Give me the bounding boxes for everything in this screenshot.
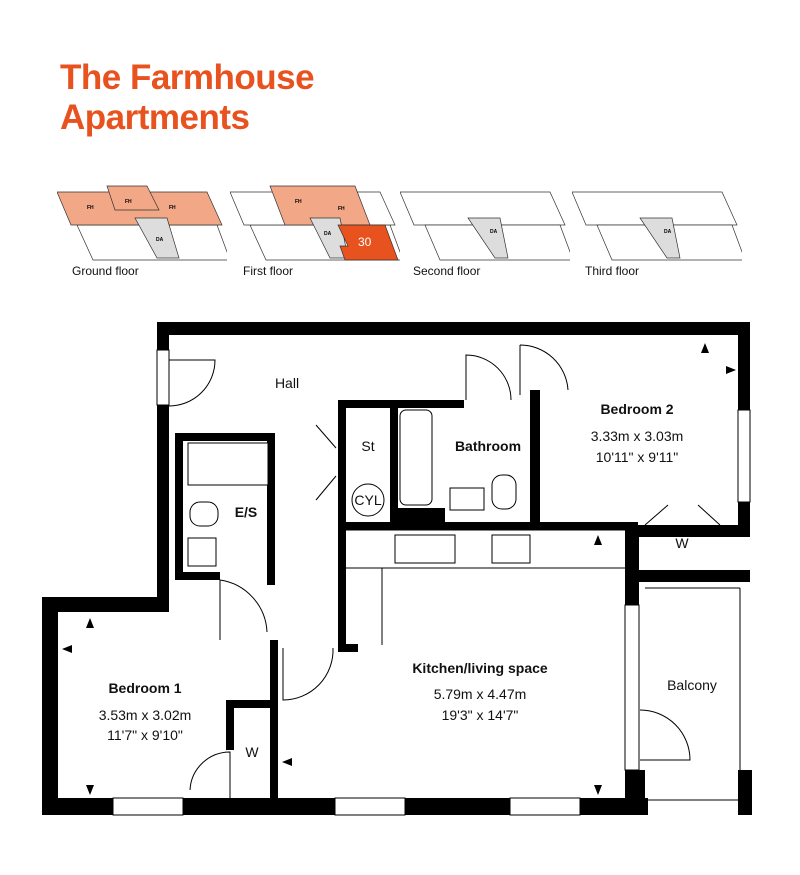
arrow-icon (594, 785, 602, 795)
second-floor-diagram: DA (400, 191, 570, 261)
kitchen-sink (394, 534, 456, 564)
store-label: St (361, 438, 374, 454)
ensuite-basin (187, 537, 217, 567)
first-floor-diagram: FH FH DA 30 (230, 185, 400, 261)
fixtures (187, 409, 625, 645)
balcony-outline (645, 587, 741, 801)
door-swings (168, 344, 721, 800)
title-line-1: The Farmhouse (60, 58, 315, 97)
key-plan-ground-floor[interactable]: FH FH FH DA Ground floor (57, 180, 227, 280)
hall-label: Hall (275, 375, 299, 391)
third-floor-diagram: DA (572, 191, 742, 261)
balcony-door[interactable] (639, 709, 691, 761)
ensuite-bath (187, 442, 269, 486)
windows (112, 349, 751, 816)
wardrobe2-doors[interactable] (644, 504, 721, 526)
arrow-icon (282, 758, 292, 766)
unit-label: FH (295, 199, 302, 205)
bathroom-toilet (491, 474, 517, 510)
key-plan-first-floor[interactable]: FH FH DA 30 First floor (230, 180, 400, 280)
cylinder (351, 483, 385, 517)
ensuite-toilet (189, 501, 219, 527)
key-plan-third-floor[interactable]: DA Third floor (572, 180, 742, 280)
bedroom1-door[interactable] (282, 647, 334, 701)
core-label: DA (490, 229, 498, 235)
kitchen-hob (491, 534, 531, 564)
kitchen-label: Kitchen/living space (412, 660, 548, 676)
arrow-icon (701, 343, 709, 353)
bedroom1-imperial: 11'7" x 9'10" (107, 727, 183, 743)
bedroom1-metric: 3.53m x 3.02m (99, 707, 192, 723)
walls (42, 322, 752, 815)
bathroom-door[interactable] (465, 354, 512, 401)
worktop-edge (346, 567, 383, 645)
wardrobe1-label: W (245, 744, 259, 760)
core-label: DA (324, 231, 332, 237)
bedroom1-label: Bedroom 1 (108, 680, 181, 696)
ground-floor-diagram: FH FH FH DA (57, 185, 227, 261)
key-plan-label: Third floor (585, 264, 640, 278)
key-plan-label: Ground floor (72, 264, 139, 278)
unit-label: FH (169, 205, 176, 211)
arrow-icon (62, 645, 72, 653)
entrance-door[interactable] (168, 359, 216, 407)
arrow-icon (594, 535, 602, 545)
ensuite-door[interactable] (219, 579, 268, 640)
arrow-icon (86, 785, 94, 795)
bedroom2-metric: 3.33m x 3.03m (591, 428, 684, 444)
store-doors[interactable] (315, 424, 337, 501)
arrow-icon (726, 366, 736, 374)
bedroom2-imperial: 10'11" x 9'11" (596, 449, 679, 465)
dimension-arrows (62, 343, 736, 795)
balcony-label: Balcony (667, 677, 717, 693)
bathroom-basin (449, 487, 485, 511)
key-plan-second-floor[interactable]: DA Second floor (400, 180, 570, 280)
highlighted-unit-number: 30 (358, 235, 372, 249)
unit-label: FH (125, 199, 132, 205)
unit-label: FH (87, 205, 94, 211)
kitchen-imperial: 19'3" x 14'7" (442, 707, 519, 723)
core-label: DA (156, 237, 164, 243)
unit-label: FH (338, 206, 345, 212)
ensuite-label: E/S (235, 504, 258, 520)
arrow-icon (86, 618, 94, 628)
page-title: The Farmhouse Apartments (60, 58, 315, 138)
kitchen-metric: 5.79m x 4.47m (434, 686, 527, 702)
key-plan-label: First floor (243, 264, 294, 278)
bathroom-bath (399, 409, 433, 506)
key-plan-label: Second floor (413, 264, 481, 278)
bedroom2-label: Bedroom 2 (600, 401, 673, 417)
bathroom-label: Bathroom (455, 438, 521, 454)
wardrobe2-label: W (675, 535, 689, 551)
bedroom2-door[interactable] (519, 344, 569, 395)
cylinder-label: CYL (354, 492, 381, 508)
wardrobe1-door[interactable] (189, 751, 231, 800)
title-line-2: Apartments (60, 98, 250, 137)
core-label: DA (664, 229, 672, 235)
